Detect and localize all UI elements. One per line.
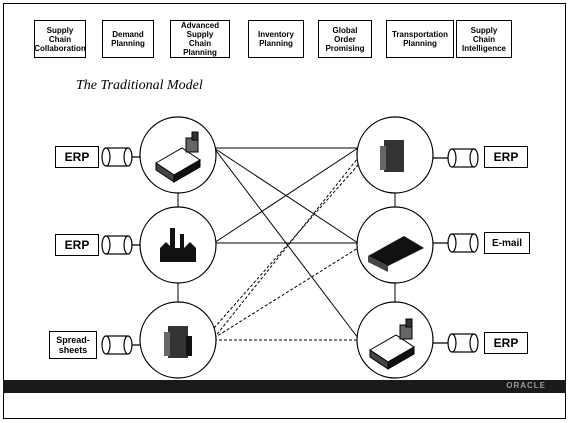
factory-icon [368,236,424,272]
brand-logo: ORACLE [506,381,546,390]
factory-icon [160,228,196,262]
system-label-erp: ERP [484,146,528,168]
diagram-title: The Traditional Model [76,78,203,93]
tab-demand-planning[interactable]: Demand Planning [102,20,154,58]
system-label-email: E-mail [484,232,530,254]
building-icon [380,140,404,172]
system-label-erp: ERP [55,234,99,256]
tab-supply-chain-intelligence[interactable]: Supply Chain Intelligence [456,20,512,58]
dashed-link-line [213,157,359,339]
database-icon [101,235,133,255]
link-line [213,147,359,244]
dashed-link-line [213,164,359,329]
system-label-spreadsheets: Spread- sheets [49,331,97,359]
node-circle [139,206,217,284]
database-icon [447,233,479,253]
system-label-erp: ERP [55,146,99,168]
warehouse-icon [155,131,201,183]
database-icon [101,147,133,167]
tab-transportation-planning[interactable]: Transportation Planning [386,20,454,58]
warehouse-icon [369,318,415,370]
tab-advanced-supply-chain-planning[interactable]: Advanced Supply Chain Planning [170,20,230,58]
database-icon [447,333,479,353]
database-icon [447,148,479,168]
tab-inventory-planning[interactable]: Inventory Planning [248,20,304,58]
tab-supply-chain-collaboration[interactable]: Supply Chain Collaboration [34,20,86,58]
database-icon [101,335,133,355]
system-label-erp: ERP [484,332,528,354]
tab-global-order-promising[interactable]: Global Order Promising [318,20,372,58]
footer-bar: ORACLE [3,380,566,393]
dashed-link-line [213,247,359,339]
building-icon [164,326,192,358]
